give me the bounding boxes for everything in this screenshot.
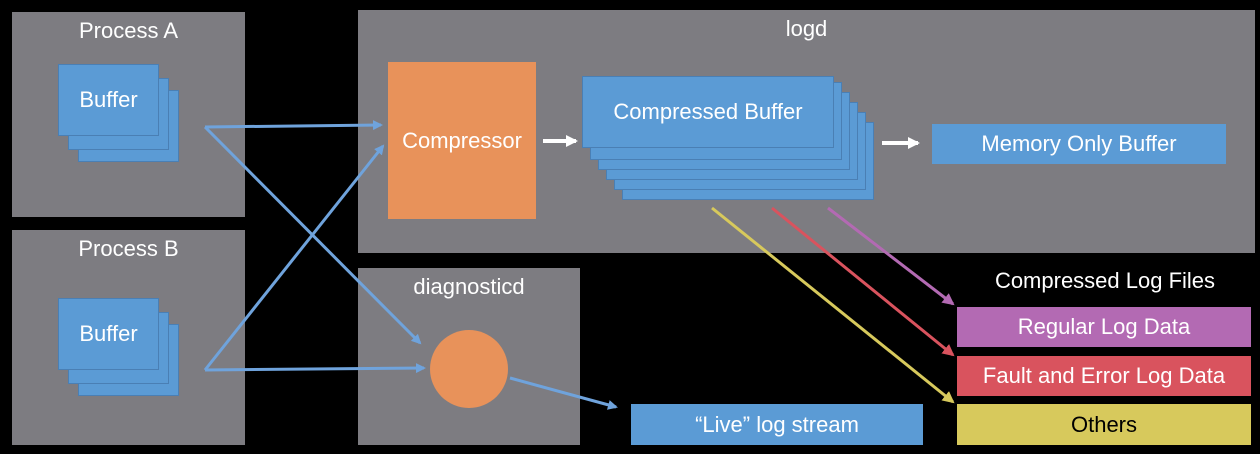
process-a-panel: Process A Buffer (12, 12, 245, 217)
arrow-b-to-diagnosticd (204, 363, 426, 374)
arrow-diagnosticd-to-live (509, 376, 618, 410)
diagnosticd-title: diagnosticd (413, 274, 525, 299)
process-a-buffer: Buffer (58, 64, 159, 136)
arrow-b-to-compressor (203, 144, 385, 371)
compressed-buffer-label: Compressed Buffer (613, 99, 803, 124)
compressor-box: Compressor (388, 62, 536, 219)
arrow-to-regular (827, 206, 955, 306)
diagnosticd-panel: diagnosticd (358, 268, 580, 445)
memory-only-buffer: Memory Only Buffer (932, 124, 1226, 164)
log-file-fault-error: Fault and Error Log Data (957, 356, 1251, 396)
arrow-a-to-compressor (204, 120, 383, 131)
arrow-to-fault-error (771, 206, 955, 357)
arrow-to-others (711, 206, 955, 404)
logd-panel: logd Compressor Compressed Buffer Memory… (358, 10, 1255, 253)
process-b-title: Process B (78, 236, 179, 261)
logd-title: logd (785, 16, 828, 41)
live-log-stream: “Live” log stream (631, 404, 923, 445)
log-file-regular: Regular Log Data (957, 307, 1251, 347)
process-a-title: Process A (78, 18, 179, 43)
process-b-panel: Process B Buffer (12, 230, 245, 445)
compressed-log-files-title: Compressed Log Files (994, 268, 1216, 293)
diagnosticd-node (430, 330, 508, 408)
process-b-buffer: Buffer (58, 298, 159, 370)
compressed-buffer-front: Compressed Buffer (582, 76, 834, 148)
log-file-others: Others (957, 404, 1251, 445)
